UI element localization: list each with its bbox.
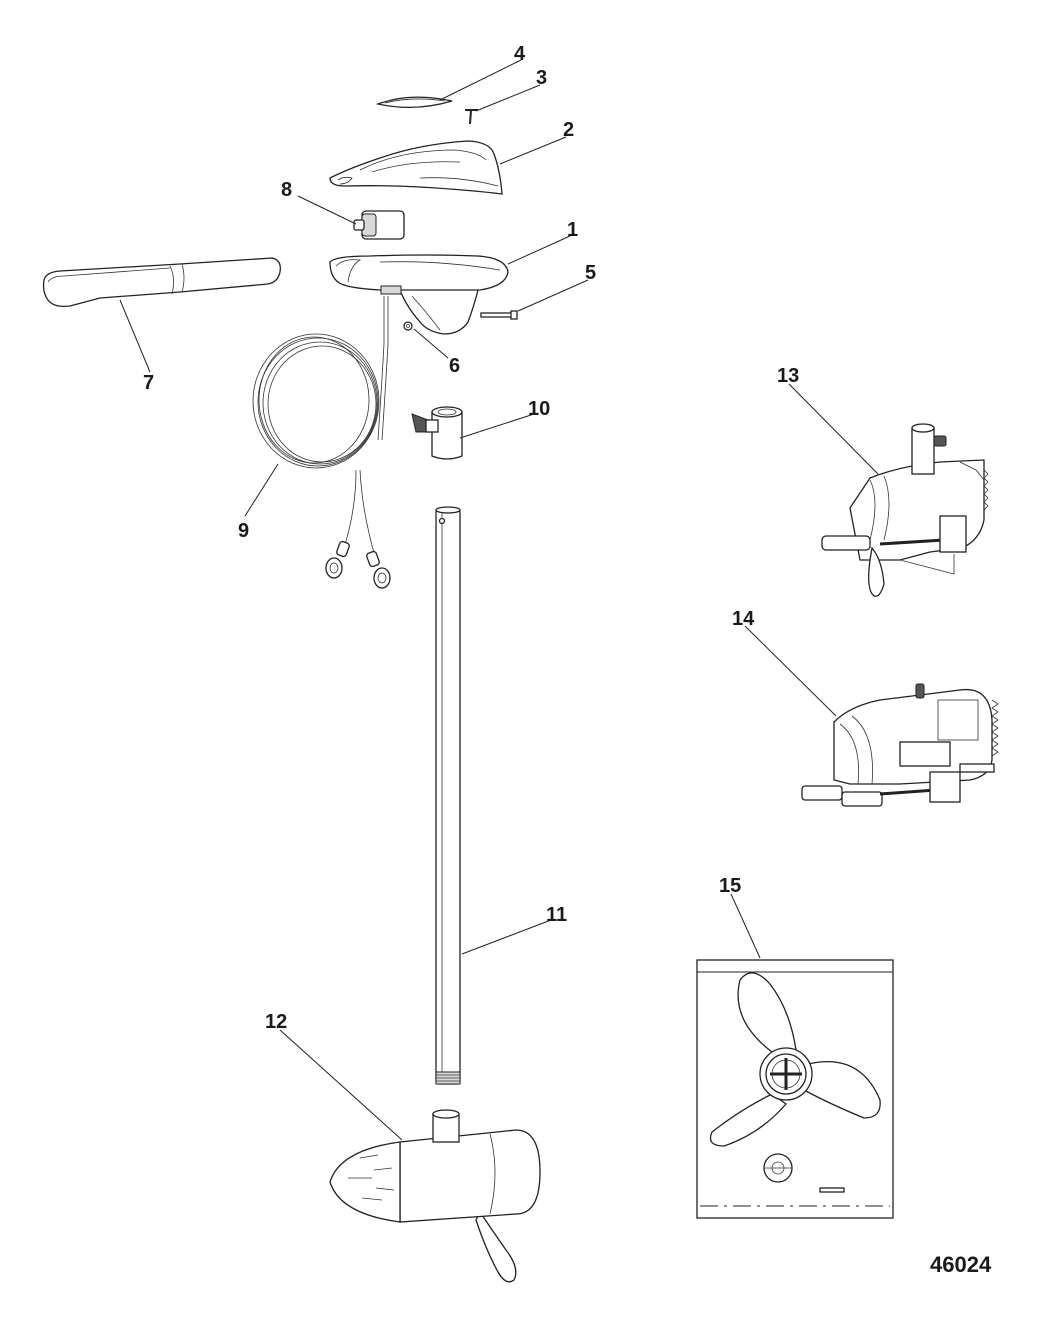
callout-7: 7 <box>143 372 154 394</box>
callout-14: 14 <box>732 608 755 630</box>
part-5-bolt <box>480 310 518 320</box>
part-12-lower-unit <box>329 1109 541 1283</box>
part-7-tiller-handle <box>42 257 281 308</box>
drawing-number: 46024 <box>930 1252 992 1277</box>
part-8-switch <box>353 210 405 240</box>
part-10-collar <box>411 406 463 460</box>
part-1-head-housing <box>329 254 509 335</box>
callout-15: 15 <box>719 875 741 897</box>
part-11-shaft <box>435 506 461 1085</box>
callout-6: 6 <box>449 355 460 377</box>
part-14-bracket <box>801 683 999 807</box>
callout-2: 2 <box>563 119 574 141</box>
callout-8: 8 <box>281 179 292 201</box>
callout-9: 9 <box>238 520 249 542</box>
callout-1: 1 <box>567 219 578 241</box>
part-13-bracket <box>821 423 989 597</box>
callout-12: 12 <box>265 1011 287 1033</box>
callout-10: 10 <box>528 398 550 420</box>
callout-11: 11 <box>546 904 567 926</box>
part-3-screw <box>465 109 478 125</box>
callout-3: 3 <box>536 67 547 89</box>
part-15-propeller-kit <box>696 959 894 1219</box>
part-9-power-cable <box>252 296 391 589</box>
callout-13: 13 <box>777 365 799 387</box>
callout-labels: 4 3 2 8 1 5 6 7 9 10 11 12 13 14 15 <box>143 43 799 1033</box>
callout-5: 5 <box>585 262 596 284</box>
part-4-cap <box>375 96 453 109</box>
part-2-head-cover <box>329 140 503 195</box>
callout-4: 4 <box>514 43 526 65</box>
leader-lines <box>119 59 879 1141</box>
part-6-nut <box>403 321 413 331</box>
